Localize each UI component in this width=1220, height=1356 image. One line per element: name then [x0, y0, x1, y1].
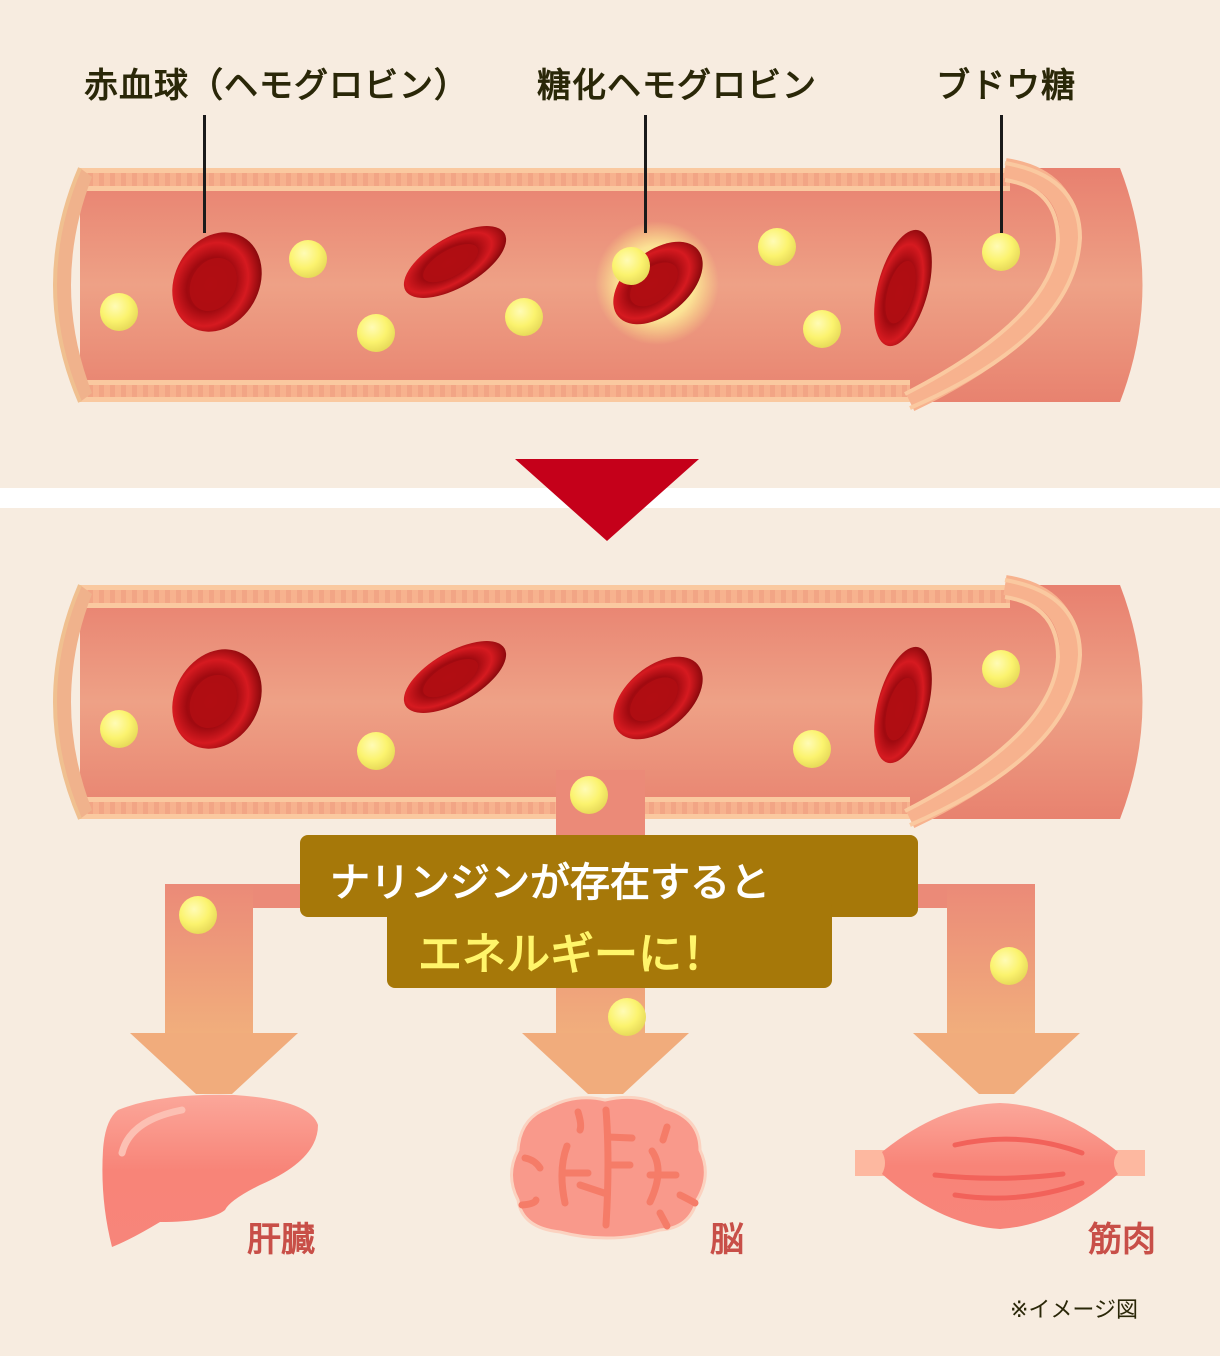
liver-icon	[102, 1094, 319, 1247]
down-arrow-icon	[515, 459, 699, 541]
label-glycated-hemoglobin: 糖化ヘモグロビン	[537, 66, 817, 106]
caption-line1: ナリンジンが存在すると	[330, 860, 770, 906]
organ-label-liver: 肝臓	[247, 1220, 315, 1260]
image-note: ※イメージ図	[1010, 1298, 1138, 1323]
caption-box-line2	[387, 900, 832, 988]
leader-glycated	[644, 115, 647, 233]
leader-rbc	[203, 115, 206, 233]
brain-icon	[510, 1095, 707, 1240]
organ-label-muscle: 筋肉	[1088, 1220, 1156, 1260]
organ-label-brain: 脳	[710, 1220, 744, 1260]
label-glucose: ブドウ糖	[936, 66, 1076, 106]
label-red-blood-cell: 赤血球（ヘモグロビン）	[84, 66, 469, 106]
muscle-icon	[855, 1103, 1145, 1229]
caption-line2: エネルギーに！	[418, 929, 726, 980]
leader-glucose	[1000, 115, 1003, 233]
